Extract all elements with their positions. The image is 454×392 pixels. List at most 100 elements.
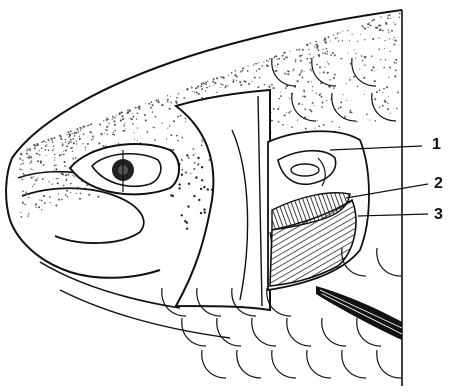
- stipple-dot: [66, 190, 68, 192]
- stipple-dot: [319, 73, 320, 74]
- stipple-dot: [113, 132, 114, 133]
- stipple-dot: [266, 60, 268, 62]
- stipple-dot: [70, 139, 72, 141]
- stipple-dot: [64, 165, 66, 167]
- stipple-dot: [302, 95, 303, 96]
- stipple-dot: [399, 17, 400, 18]
- stipple-dot: [282, 55, 284, 57]
- stipple-dot: [263, 61, 264, 62]
- stipple-dot: [291, 126, 293, 128]
- stipple-dot: [338, 107, 340, 109]
- stipple-dot: [41, 141, 43, 143]
- stipple-dot: [332, 121, 333, 122]
- stipple-dot: [380, 59, 381, 60]
- stipple-dot: [228, 75, 229, 76]
- stipple-dot: [349, 79, 351, 81]
- stipple-dot: [50, 202, 51, 203]
- stipple-dot: [293, 68, 294, 69]
- stipple-dot: [388, 77, 389, 78]
- stipple-dot: [54, 154, 55, 155]
- stipple-dot: [76, 141, 77, 142]
- stipple-dot: [92, 132, 93, 133]
- stipple-dot: [364, 94, 365, 95]
- stipple-dot: [196, 91, 198, 93]
- stipple-dot: [118, 143, 119, 144]
- stipple-dot: [72, 175, 73, 176]
- cheek-dot: [203, 208, 205, 210]
- stipple-dot: [288, 112, 290, 114]
- stipple-dot: [97, 196, 99, 198]
- stipple-dot: [151, 104, 153, 106]
- stipple-dot: [239, 81, 241, 83]
- stipple-dot: [368, 24, 370, 26]
- stipple-dot: [162, 122, 163, 123]
- stipple-dot: [74, 176, 75, 177]
- stipple-dot: [306, 58, 308, 60]
- stipple-dot: [309, 42, 310, 43]
- stipple-dot: [145, 103, 146, 104]
- stipple-dot: [309, 54, 310, 55]
- stipple-dot: [137, 107, 138, 108]
- stipple-dot: [99, 124, 101, 126]
- stipple-dot: [312, 86, 313, 87]
- stipple-dot: [48, 149, 50, 151]
- stipple-dot: [245, 81, 247, 83]
- stipple-dot: [21, 179, 22, 180]
- stipple-dot: [322, 49, 323, 50]
- stipple-dot: [132, 123, 134, 125]
- stipple-dot: [167, 128, 168, 129]
- stipple-dot: [46, 144, 47, 145]
- stipple-dot: [87, 143, 89, 145]
- stipple-dot: [91, 139, 93, 141]
- stipple-dot: [62, 144, 64, 146]
- stipple-dot: [313, 105, 314, 106]
- cheek-dot: [201, 179, 203, 181]
- stipple-dot: [185, 121, 186, 122]
- stipple-dot: [52, 150, 54, 152]
- stipple-dot: [183, 97, 185, 99]
- stipple-dot: [157, 101, 159, 103]
- stipple-dot: [326, 53, 328, 55]
- stipple-dot: [79, 198, 81, 200]
- stipple-dot: [285, 73, 287, 75]
- stipple-dot: [33, 184, 34, 185]
- stipple-dot: [302, 54, 303, 55]
- stipple-dot: [227, 85, 228, 86]
- stipple-dot: [395, 69, 397, 71]
- stipple-dot: [186, 88, 188, 90]
- stipple-dot: [353, 49, 354, 50]
- stipple-dot: [248, 84, 249, 85]
- stipple-dot: [350, 63, 352, 65]
- stipple-dot: [258, 68, 260, 70]
- stipple-dot: [201, 83, 203, 85]
- stipple-dot: [71, 147, 73, 149]
- stipple-dot: [176, 97, 178, 99]
- stipple-dot: [324, 52, 326, 54]
- stipple-dot: [194, 162, 196, 164]
- stipple-dot: [397, 91, 399, 93]
- stipple-dot: [65, 174, 67, 176]
- stipple-dot: [65, 149, 67, 151]
- stipple-dot: [39, 154, 41, 156]
- stipple-dot: [372, 66, 374, 68]
- stipple-dot: [277, 108, 279, 110]
- stipple-dot: [364, 64, 365, 65]
- stipple-dot: [379, 89, 381, 91]
- stipple-dot: [259, 77, 260, 78]
- stipple-dot: [152, 126, 153, 127]
- stipple-dot: [223, 77, 225, 79]
- stipple-dot: [152, 111, 154, 113]
- stipple-dot: [116, 115, 117, 116]
- stipple-dot: [394, 23, 396, 25]
- stipple-dot: [295, 59, 297, 61]
- stipple-dot: [20, 164, 21, 165]
- stipple-dot: [206, 87, 208, 89]
- stipple-dot: [308, 49, 309, 50]
- stipple-dot: [30, 149, 31, 150]
- stipple-dot: [268, 85, 270, 87]
- stipple-dot: [107, 118, 109, 120]
- stipple-dot: [73, 142, 75, 144]
- cheek-dot: [172, 195, 174, 197]
- stipple-dot: [261, 65, 263, 67]
- stipple-dot: [290, 110, 291, 111]
